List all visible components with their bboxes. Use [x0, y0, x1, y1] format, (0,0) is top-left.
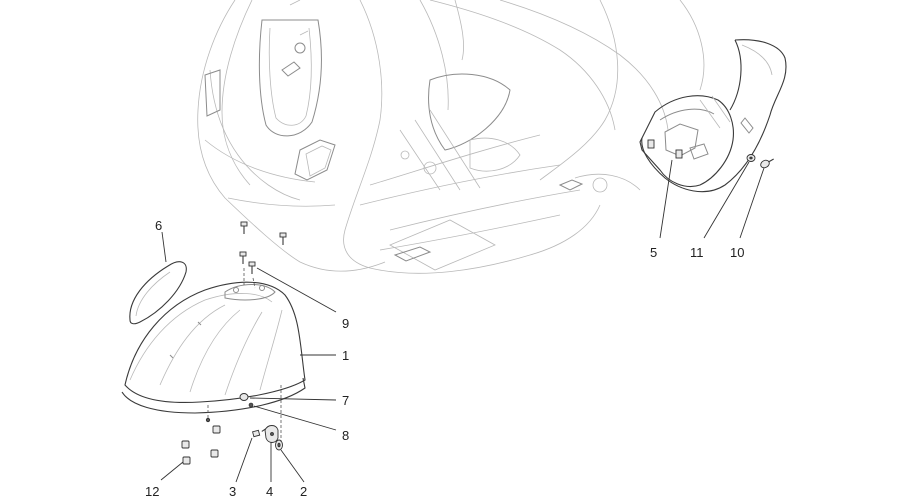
callout-5: 5 [650, 245, 657, 260]
callout-10: 10 [730, 245, 744, 260]
screws-part-9 [239, 221, 287, 274]
leader-lines [160, 159, 765, 483]
callout-2: 2 [300, 484, 307, 499]
assembly-lines [207, 268, 282, 442]
rear-mudguard [639, 39, 787, 193]
emblem-badge [129, 261, 187, 325]
callout-3: 3 [229, 484, 236, 499]
front-mudguard [121, 281, 306, 414]
hardware-small-parts [181, 393, 283, 465]
callout-labels: 1 2 3 4 5 6 7 8 9 10 11 12 [145, 218, 744, 499]
callout-12: 12 [145, 484, 159, 499]
callout-4: 4 [266, 484, 273, 499]
rear-hardware [746, 154, 774, 169]
callout-1: 1 [342, 348, 349, 363]
scooter-body-outline [197, 0, 705, 274]
callout-6: 6 [155, 218, 162, 233]
callout-8: 8 [342, 428, 349, 443]
callout-7: 7 [342, 393, 349, 408]
callout-9: 9 [342, 316, 349, 331]
callout-11: 11 [690, 245, 704, 260]
